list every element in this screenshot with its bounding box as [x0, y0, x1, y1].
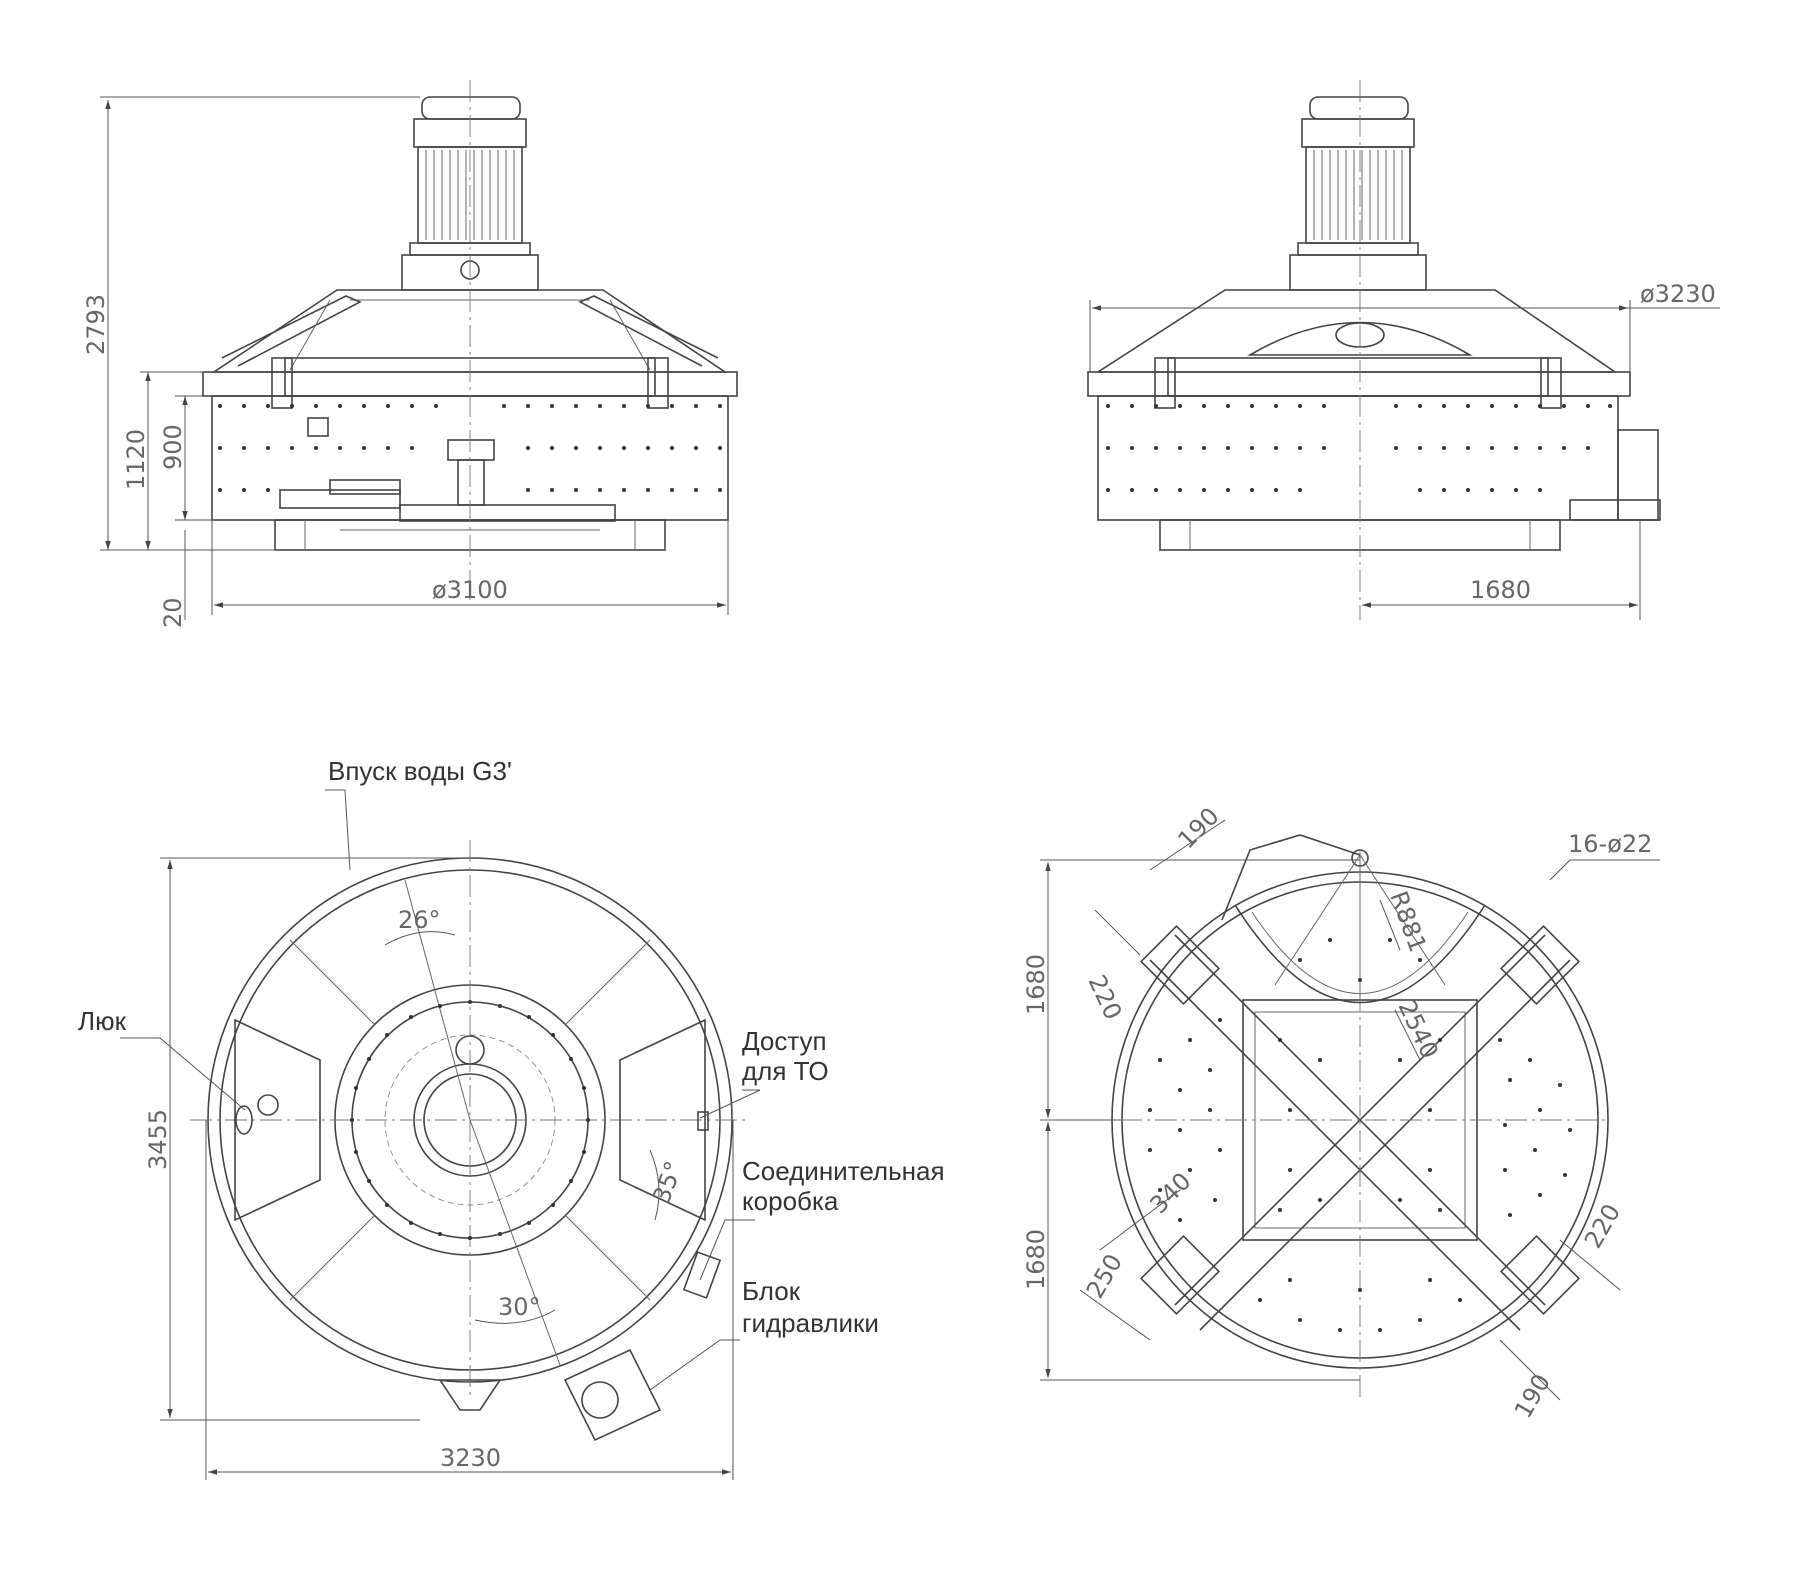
floor-holes	[1148, 938, 1572, 1332]
foot-pad	[1499, 1234, 1581, 1316]
dim-plan-height: 3455	[144, 1109, 172, 1170]
motor	[1289, 96, 1427, 291]
dim-side-offset: 1680	[1470, 576, 1531, 604]
dim-220-right: 220	[1579, 1199, 1626, 1253]
dim-drum-height: 900	[159, 424, 187, 470]
label-junction-2: коробка	[742, 1186, 839, 1216]
label-junction-1: Соединительная	[742, 1156, 945, 1186]
side-elevation-view: ø3230 1680	[1087, 80, 1720, 620]
hydraulic-unit	[563, 1348, 662, 1442]
ring-bolts	[350, 1000, 590, 1240]
foot-pad	[1139, 924, 1221, 1006]
dim-radius: R881	[1384, 887, 1432, 955]
side-dimensions: ø3230 1680	[1089, 280, 1720, 620]
label-hydraulic-1: Блок	[742, 1276, 801, 1306]
dim-angle-35: 35°	[647, 1157, 688, 1207]
dim-angle-26: 26°	[398, 906, 441, 934]
front-dimensions: 2793 1120 900 20 ø3100	[82, 96, 729, 628]
dim-holes: 16-ø22	[1568, 830, 1652, 858]
dim-1680-top: 1680	[1022, 954, 1050, 1015]
bolt-rows	[218, 404, 722, 492]
dim-overall-height: 2793	[82, 294, 110, 355]
dim-inner: 2540	[1393, 996, 1444, 1063]
dim-side-diameter: ø3230	[1640, 280, 1716, 308]
front-elevation-view: 2793 1120 900 20 ø3100	[82, 80, 738, 628]
foot-pad	[1499, 924, 1581, 1006]
maintenance-door	[619, 1018, 706, 1222]
dim-plan-width: 3230	[440, 1444, 501, 1472]
drum-body	[1097, 395, 1619, 521]
hatch-door	[234, 1018, 321, 1222]
bolt-rows	[1106, 404, 1612, 492]
dim-190-top: 190	[1172, 802, 1224, 854]
foundation-view: 190 220 R881 16-ø22 2540 1680 1680 340 2…	[1022, 802, 1660, 1423]
dim-250: 250	[1081, 1249, 1128, 1303]
label-water-inlet: Впуск воды G3'	[328, 756, 512, 786]
label-maintenance-2: для ТО	[742, 1056, 829, 1086]
label-hydraulic-2: гидравлики	[742, 1308, 879, 1338]
discharge-door	[1234, 904, 1486, 1004]
dim-220-left: 220	[1083, 971, 1128, 1024]
dim-190-bottom: 190	[1509, 1369, 1556, 1423]
label-maintenance-1: Доступ	[742, 1026, 827, 1056]
top-plan-view: Впуск воды G3' Люк Доступ для ТО Соедини…	[78, 756, 945, 1480]
dim-body-height: 1120	[122, 429, 150, 490]
dim-front-diameter: ø3100	[432, 576, 508, 604]
foot-pad	[1139, 1234, 1221, 1316]
dim-1680-bottom: 1680	[1022, 1229, 1050, 1290]
label-hatch: Люк	[78, 1006, 127, 1036]
dim-angle-30: 30°	[498, 1293, 541, 1321]
dim-base: 20	[159, 597, 187, 628]
